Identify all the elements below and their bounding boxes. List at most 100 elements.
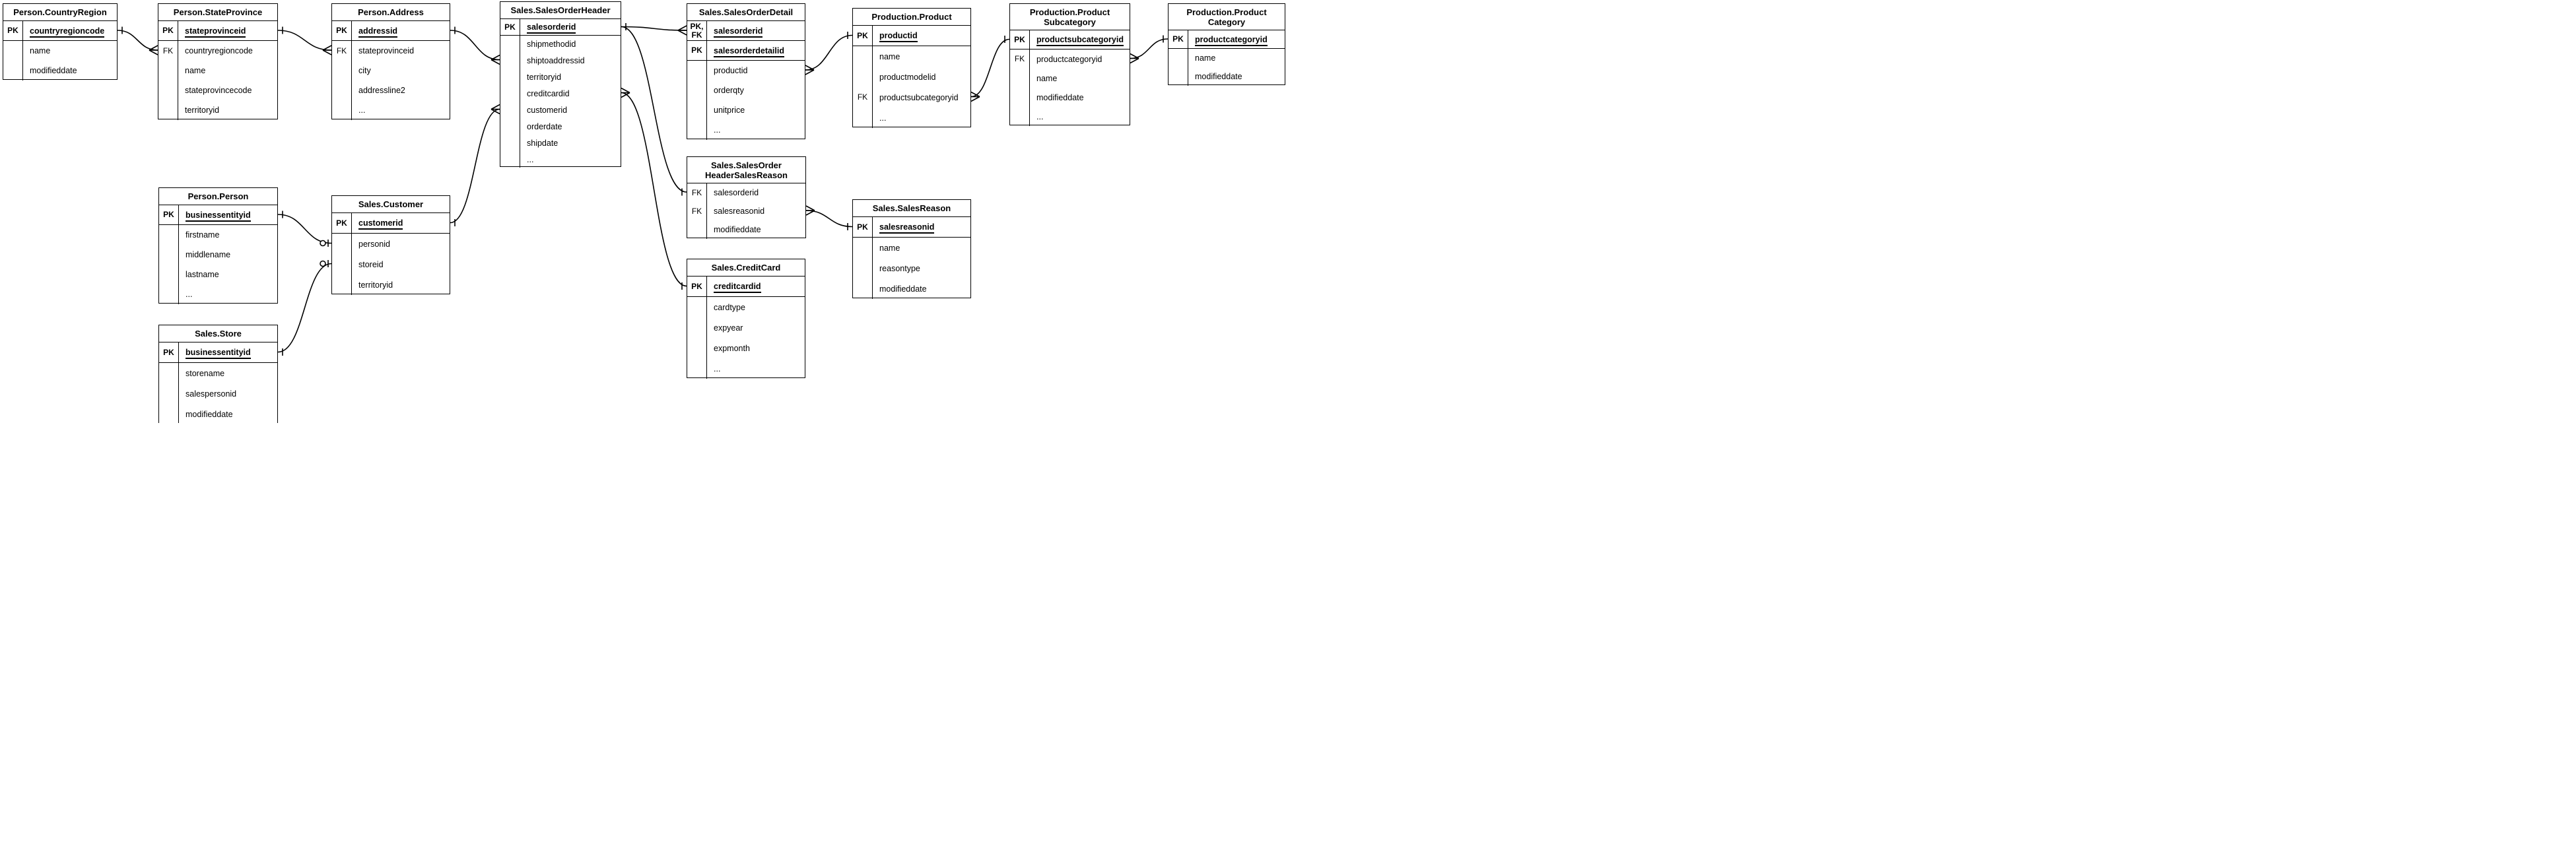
field-label: shipdate [527, 138, 559, 148]
field-label: territoryid [527, 72, 562, 82]
field-cell: salesorderid [707, 26, 763, 38]
field-row-: ... [1010, 107, 1130, 126]
entity-title: Sales.SalesOrderDetail [687, 4, 805, 21]
key-cell [687, 120, 707, 140]
field-cell: salespersonid [179, 389, 236, 399]
field-label: productsubcategoryid [879, 92, 959, 102]
field-cell: orderdate [520, 122, 562, 131]
relationship-person-customer[interactable] [277, 211, 332, 247]
field-label: expmonth [714, 343, 750, 353]
field-label: salesreasonid [714, 207, 765, 216]
relationship-countryregion-stateprovince[interactable] [117, 26, 158, 55]
field-cell: creditcardid [520, 89, 570, 98]
key-cell [159, 265, 179, 284]
key-cell [159, 245, 179, 265]
key-cell [500, 102, 520, 118]
key-cell [159, 225, 179, 245]
relationship-product-productsubcategory[interactable] [970, 36, 1010, 102]
field-cell: ... [707, 125, 720, 135]
field-row-expyear: expyear [687, 317, 805, 338]
relationship-salesorderheader-salesorderdetail[interactable] [621, 23, 687, 36]
field-label: expyear [714, 323, 743, 333]
key-cell: PK [687, 277, 707, 296]
field-label: businessentityid [186, 210, 251, 222]
relationship-stateprovince-address[interactable] [277, 26, 332, 55]
relationship-headersalesreason-salesreason[interactable] [805, 205, 853, 230]
relationship-salesorderdetail-product[interactable] [805, 32, 853, 75]
relationship-productsubcategory-productcategory[interactable] [1130, 35, 1169, 64]
key-cell [687, 220, 707, 239]
field-row-: ... [159, 284, 277, 304]
entity-title: Sales.Customer [332, 196, 450, 213]
entity-title: Sales.SalesOrderHeader [500, 2, 621, 19]
key-cell [853, 258, 873, 278]
key-cell [687, 358, 707, 379]
field-cell: salesorderid [707, 188, 759, 197]
relationship-store-customer[interactable] [277, 260, 332, 356]
key-cell [687, 297, 707, 317]
field-cell: shipdate [520, 139, 558, 148]
field-label: orderdate [527, 121, 562, 131]
field-cell: productsubcategoryid [873, 93, 959, 102]
field-row-: ... [687, 120, 805, 140]
field-label: reasontype [879, 263, 920, 273]
field-label: name [30, 46, 51, 55]
field-label: storename [186, 368, 225, 378]
field-row-orderdate: orderdate [500, 118, 621, 135]
field-label: customerid [358, 218, 403, 230]
field-row-modifieddate: modifieddate [687, 220, 805, 239]
field-row-middlename: middlename [159, 245, 277, 265]
field-cell: name [23, 46, 50, 55]
entity-title-line: Sales.CreditCard [711, 263, 781, 273]
key-cell [853, 278, 873, 299]
relationship-line [450, 30, 500, 61]
field-cell: modifieddate [707, 225, 761, 234]
field-cell: customerid [352, 218, 403, 230]
entity-title-line: Sales.Customer [358, 199, 424, 209]
relationship-address-salesorderheader[interactable] [450, 26, 500, 65]
relationship-line [805, 210, 853, 228]
key-cell [332, 81, 352, 100]
relationship-salesorderheader-headersalesreason[interactable] [621, 26, 687, 196]
relationship-salesorderheader-creditcard[interactable] [621, 87, 687, 290]
field-row-addressline2: addressline2 [332, 81, 450, 100]
field-cell: shipmethodid [520, 40, 576, 49]
key-cell [3, 41, 23, 61]
field-label: ... [527, 154, 534, 164]
field-cell: modifieddate [873, 284, 927, 294]
field-label: territoryid [358, 280, 393, 290]
field-cell: personid [352, 240, 390, 249]
field-label: modifieddate [186, 409, 233, 419]
field-label: modifieddate [1195, 72, 1242, 81]
field-cell: stateprovincecode [178, 86, 252, 95]
field-label: stateprovinceid [185, 26, 246, 38]
field-cell: addressline2 [352, 86, 405, 95]
field-label: name [879, 243, 900, 253]
field-row-customerid: customerid [500, 102, 621, 118]
relationship-customer-salesorderheader[interactable] [450, 104, 500, 227]
key-cell [500, 85, 520, 102]
field-cell: countryregioncode [23, 26, 105, 38]
key-cell: PK [687, 41, 707, 60]
field-cell: middlename [179, 250, 230, 259]
key-cell: PK [332, 21, 352, 40]
